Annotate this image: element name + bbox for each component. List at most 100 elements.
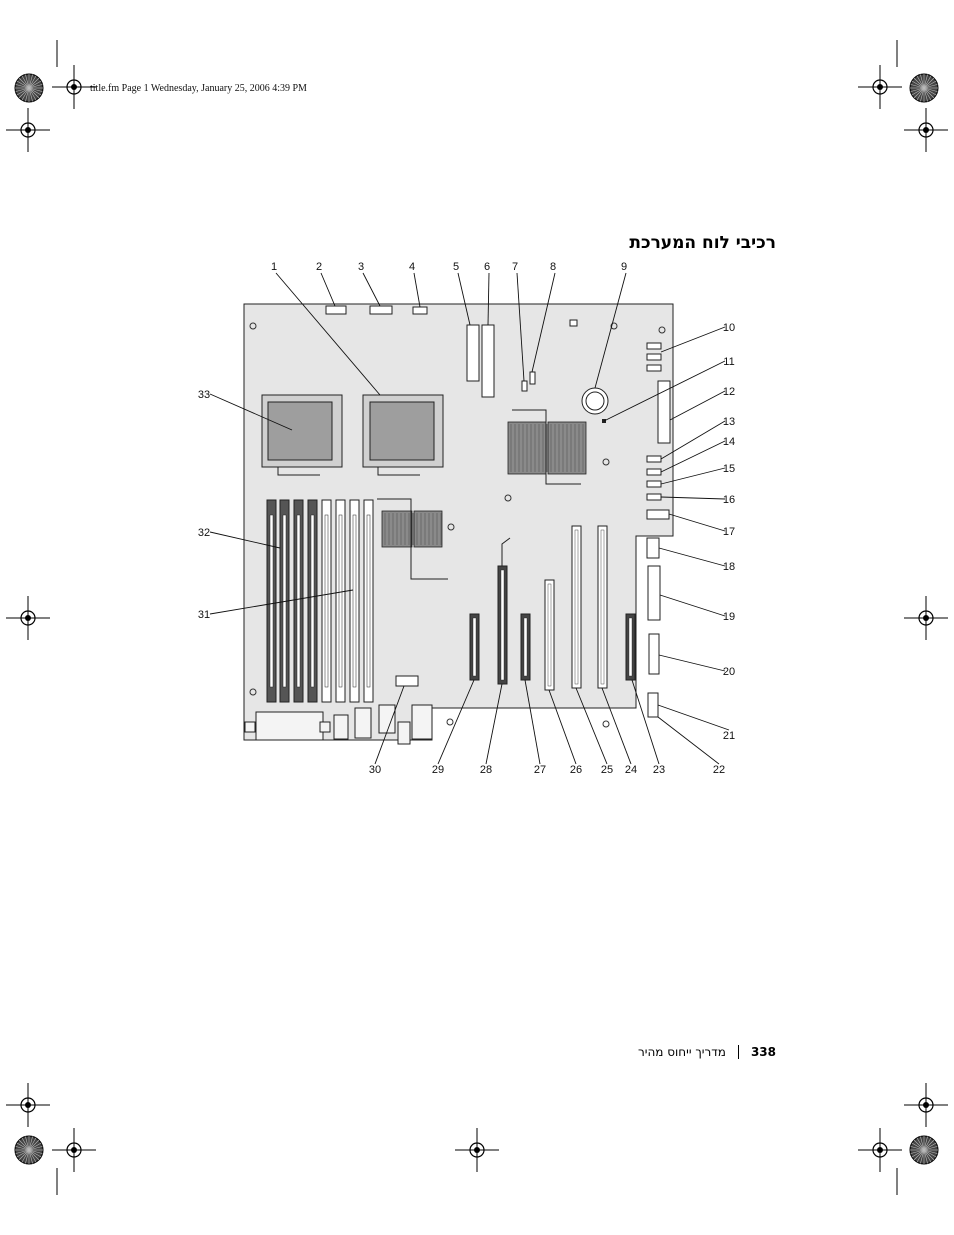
rosette-ray bbox=[28, 1136, 33, 1151]
callout-leader-8 bbox=[531, 272, 556, 373]
callout-leader-12 bbox=[669, 390, 726, 421]
callout-label-13: 13 bbox=[723, 416, 735, 428]
registration-circle bbox=[918, 122, 934, 138]
callout-label-30: 30 bbox=[369, 764, 381, 776]
page-footer: מדריך ייחוס מהיר 338 bbox=[638, 1045, 776, 1059]
rosette-ray bbox=[916, 75, 925, 89]
rosette-ray bbox=[28, 1139, 40, 1151]
rosette-ray bbox=[15, 87, 30, 92]
mounting-holes bbox=[249, 322, 666, 728]
registration-circle bbox=[66, 79, 82, 95]
rosette-ray bbox=[25, 74, 30, 89]
rosette-ray bbox=[913, 1139, 925, 1151]
rosette-ray bbox=[16, 1149, 30, 1158]
callout-leader-32 bbox=[209, 531, 281, 549]
rosette-ray bbox=[28, 80, 42, 89]
chipset-trace bbox=[512, 409, 581, 485]
registration-dot bbox=[923, 1102, 929, 1108]
callout-leader-6 bbox=[487, 272, 490, 326]
registration-dot bbox=[877, 84, 883, 90]
rosette-ray bbox=[16, 80, 30, 89]
rosette-ray bbox=[28, 1149, 37, 1163]
callout-label-33: 33 bbox=[198, 389, 210, 401]
mem-trace bbox=[377, 498, 448, 580]
rosette-ray bbox=[28, 1149, 33, 1164]
callout-leader-21 bbox=[657, 704, 730, 731]
callout-label-17: 17 bbox=[723, 526, 735, 538]
callout-label-8: 8 bbox=[550, 261, 556, 273]
dimm-slot-inner bbox=[352, 514, 357, 688]
floppy-connector-12 bbox=[657, 380, 671, 444]
registration-circle bbox=[66, 1142, 82, 1158]
callout-leader-4 bbox=[413, 272, 421, 308]
rosette-ray bbox=[28, 87, 43, 92]
footer-separator bbox=[737, 1045, 739, 1059]
rosette-ray bbox=[923, 1136, 928, 1151]
callout-label-29: 29 bbox=[432, 764, 444, 776]
pci-slot-inner bbox=[500, 569, 505, 681]
callout-leader-19 bbox=[659, 594, 726, 617]
rosette-ray bbox=[21, 75, 30, 89]
rosette-ray bbox=[28, 87, 37, 101]
dimm-slot-inner bbox=[324, 514, 329, 688]
rosette-ray bbox=[15, 84, 30, 89]
callout-label-23: 23 bbox=[653, 764, 665, 776]
callout-label-6: 6 bbox=[484, 261, 490, 273]
rosette-ray bbox=[15, 1146, 30, 1151]
callout-label-21: 21 bbox=[723, 730, 735, 742]
rosette-ray bbox=[16, 1142, 30, 1151]
callout-leader-24 bbox=[601, 687, 632, 765]
registration-dot bbox=[25, 127, 31, 133]
registration-circle bbox=[20, 610, 36, 626]
connector-21 bbox=[647, 692, 659, 718]
registration-dot bbox=[25, 1102, 31, 1108]
registration-circle bbox=[20, 122, 36, 138]
heatsink-fins bbox=[384, 424, 584, 545]
rosette-ray bbox=[923, 1149, 928, 1164]
rosette-ray bbox=[913, 1149, 925, 1161]
rosette-ray bbox=[28, 1149, 43, 1154]
rosette-ray bbox=[18, 1149, 30, 1161]
rosette-ray bbox=[923, 75, 932, 89]
callout-leader-27 bbox=[524, 679, 541, 765]
fan-connector-3 bbox=[369, 305, 393, 315]
callout-leader-10 bbox=[660, 326, 726, 353]
callout-label-25: 25 bbox=[601, 764, 613, 776]
callout-label-24: 24 bbox=[625, 764, 637, 776]
callout-leader-33 bbox=[209, 393, 293, 431]
rosette-ray bbox=[25, 87, 30, 102]
callout-label-28: 28 bbox=[480, 764, 492, 776]
rear-io bbox=[244, 704, 433, 745]
callout-label-7: 7 bbox=[512, 261, 518, 273]
registration-dot bbox=[71, 1147, 77, 1153]
rosette-ray bbox=[21, 1149, 30, 1163]
rosette-ray bbox=[911, 1149, 925, 1158]
callout-leader-29 bbox=[437, 679, 475, 765]
callout-leader-16 bbox=[660, 496, 726, 500]
page-number: 338 bbox=[750, 1045, 776, 1059]
callout-label-20: 20 bbox=[723, 666, 735, 678]
rosette-ray bbox=[28, 1149, 42, 1158]
rosette-ray bbox=[923, 87, 935, 99]
jumper-8 bbox=[529, 371, 536, 385]
callout-leader-22 bbox=[657, 716, 720, 765]
processor-2 bbox=[261, 394, 343, 476]
chip-small bbox=[569, 319, 578, 327]
rosette-ray bbox=[923, 1139, 935, 1151]
registration-circle bbox=[872, 1142, 888, 1158]
graphics-retention-clip bbox=[501, 537, 511, 566]
callout-label-22: 22 bbox=[713, 764, 725, 776]
rosette-ray bbox=[28, 1142, 42, 1151]
rosette-ray bbox=[28, 87, 40, 99]
rosette-ray bbox=[920, 1136, 925, 1151]
rosette-ray bbox=[911, 1142, 925, 1151]
callout-leader-30 bbox=[374, 685, 405, 765]
callout-leaders bbox=[209, 272, 730, 765]
rosette-ray bbox=[920, 1149, 925, 1164]
callout-label-3: 3 bbox=[358, 261, 364, 273]
rosette-ray bbox=[18, 77, 30, 89]
